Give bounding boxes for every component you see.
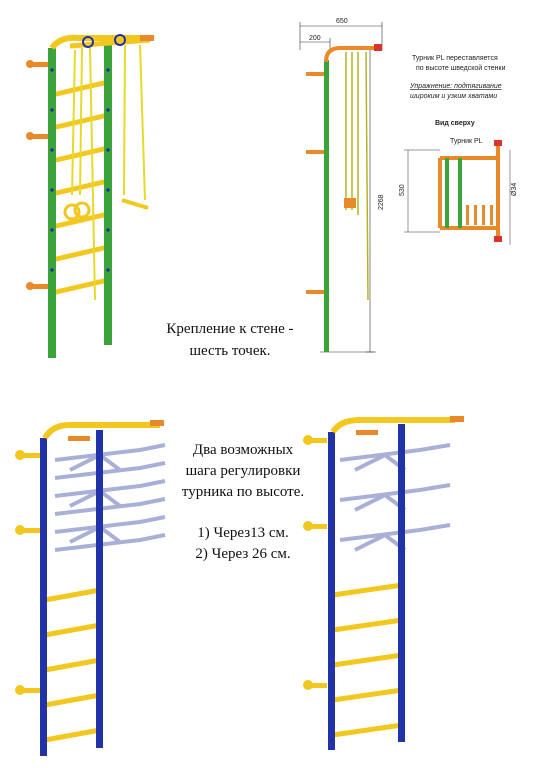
exercise-line-1: Упражнение: подтягивание: [409, 82, 502, 90]
top-view-drawing: Вид сверху Турник PL 530 Ø34: [399, 120, 518, 245]
mounting-caption-line-2: шесть точек.: [189, 343, 271, 359]
note-line-1: Турник PL переставляется: [412, 55, 498, 62]
dim-offset-label: 200: [309, 35, 321, 42]
adjust-caption-line-2: шага регулировки: [185, 463, 301, 479]
adjust-caption-line-1: Два возможных: [192, 442, 294, 458]
dim-diameter-label: Ø34: [511, 183, 518, 196]
side-view-drawing: 650 200 2268: [299, 18, 385, 353]
blue-wall-bars-adjust-26cm: [303, 416, 464, 750]
mounting-caption: Крепление к стене - шесть точек.: [150, 318, 310, 362]
dim-height-label: 2268: [378, 194, 385, 210]
adjust-caption-line-5: 2) Через 26 см.: [195, 546, 291, 562]
note-line-2: по высоте шведской стенки: [416, 64, 506, 72]
dim-depth-label: 530: [399, 184, 406, 196]
top-view-title: Вид сверху: [435, 120, 475, 127]
exercise-line-2: широким и узким хватами: [410, 93, 497, 100]
adjust-caption-line-4: 1) Через13 см.: [197, 525, 289, 541]
top-view-label: Турник PL: [450, 138, 483, 145]
blue-wall-bars-adjust-13cm: [15, 420, 166, 756]
dim-width-label: 650: [336, 18, 348, 25]
green-wall-bars-3d: [26, 34, 154, 358]
adjust-caption: Два возможных шага регулировки турника п…: [168, 440, 318, 565]
mounting-caption-line-1: Крепление к стене -: [166, 321, 294, 337]
adjust-caption-line-3: турника по высоте.: [181, 484, 305, 500]
